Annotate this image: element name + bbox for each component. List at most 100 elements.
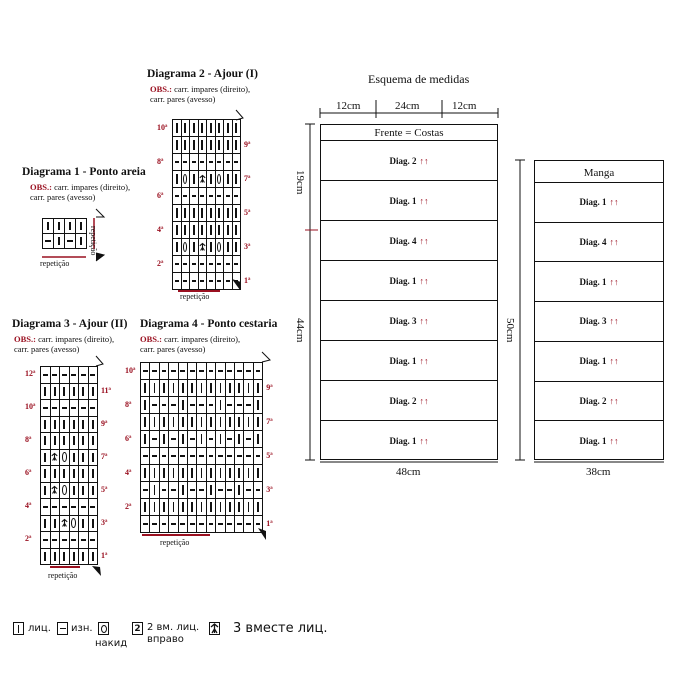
purl-stitch-icon	[191, 161, 196, 163]
knit-stitch-icon	[257, 417, 259, 427]
knit-stitch-icon	[44, 452, 47, 462]
purl-stitch-icon	[142, 455, 148, 457]
front-band-label: Diag. 1↑↑	[389, 436, 429, 446]
purl-stitch-icon	[161, 489, 167, 491]
purl-stitch-icon	[227, 489, 233, 491]
knit-stitch-icon	[210, 417, 212, 427]
knit-stitch-icon	[63, 469, 66, 479]
purl-stitch-icon	[246, 489, 251, 491]
sleeve-band: Diag. 1↑↑	[535, 183, 663, 223]
knit-stitch-icon	[238, 417, 240, 427]
purl-stitch-icon	[225, 161, 230, 163]
diagram2-obs-key: OBS.:	[150, 84, 172, 94]
knit-stitch-icon	[44, 485, 47, 495]
knit-stitch-icon	[91, 485, 94, 495]
knit-stitch-icon	[200, 468, 203, 478]
row-number-right: 9ª	[244, 139, 251, 149]
row-number-right: 7ª	[244, 173, 251, 183]
purl-stitch-icon	[208, 438, 214, 440]
front-band: Diag. 1↑↑	[321, 421, 497, 461]
knit-stitch-icon	[235, 242, 238, 252]
diagram2-obs: OBS.: carr. impares (direito), carr. par…	[150, 84, 250, 104]
legend-k3tog-symbol	[209, 622, 220, 635]
knit-stitch-icon	[228, 383, 231, 393]
knit-stitch-icon	[58, 236, 60, 246]
knit-stitch-icon	[69, 221, 71, 231]
top-width-right: 12cm	[452, 100, 477, 112]
purl-stitch-icon	[236, 370, 242, 372]
k3tog-icon	[51, 453, 58, 462]
purl-stitch-icon	[191, 263, 196, 265]
sleeve-width: 38cm	[586, 466, 611, 478]
purl-stitch-icon	[61, 373, 67, 376]
row-number-left: 10ª	[25, 402, 36, 412]
knit-stitch-icon	[192, 174, 195, 184]
diagram1-obs: OBS.: carr. impares (direito), carr. par…	[30, 182, 130, 202]
knit-stitch-icon	[175, 140, 178, 150]
purl-stitch-icon	[80, 406, 86, 409]
knit-stitch-icon	[82, 386, 85, 396]
purl-stitch-icon	[234, 263, 239, 265]
purl-stitch-icon	[234, 195, 239, 197]
knit-stitch-icon	[163, 434, 165, 444]
purl-stitch-icon	[42, 538, 48, 541]
row-number-right: 1ª	[101, 550, 108, 560]
knit-stitch-icon	[44, 551, 47, 561]
knit-stitch-icon	[144, 468, 146, 478]
purl-stitch-icon	[183, 263, 188, 265]
purl-stitch-icon	[171, 523, 176, 525]
row-number-right: 1ª	[244, 275, 251, 285]
row-number-right: 7ª	[101, 451, 108, 461]
knit-stitch-icon	[209, 174, 212, 184]
diagram1-repeat-bracket	[42, 208, 106, 262]
purl-stitch-icon	[255, 455, 261, 457]
diagram3-grid	[40, 366, 98, 565]
diagram3-repeat-label: repetição	[48, 571, 78, 580]
purl-stitch-icon	[236, 523, 242, 525]
row-number-left: 8ª	[125, 399, 132, 409]
purl-stitch-icon	[67, 240, 73, 242]
knit-stitch-icon	[175, 225, 178, 235]
up-arrows-icon: ↑↑	[419, 275, 429, 286]
purl-stitch-icon	[189, 523, 195, 525]
purl-stitch-icon	[191, 280, 196, 282]
knit-stitch-icon	[153, 485, 156, 495]
purl-stitch-icon	[236, 404, 242, 406]
purl-stitch-icon	[80, 373, 86, 376]
knit-stitch-icon	[191, 468, 193, 478]
purl-stitch-icon	[171, 404, 176, 406]
front-band: Diag. 1↑↑	[321, 261, 497, 301]
sleeve-header	[535, 161, 663, 183]
purl-stitch-icon	[61, 505, 67, 508]
knit-stitch-icon	[163, 383, 165, 393]
knit-stitch-icon	[82, 419, 85, 429]
row-number-left: 8ª	[25, 435, 32, 445]
knit-stitch-icon	[210, 485, 212, 495]
knit-stitch-icon	[238, 485, 240, 495]
sleeve-panel: Manga Diag. 1↑↑Diag. 4↑↑Diag. 1↑↑Diag. 3…	[534, 160, 664, 460]
front-band-label: Diag. 2↑↑	[389, 395, 429, 406]
row-number-right: 3ª	[244, 241, 251, 251]
legend-knit-label: лиц.	[28, 623, 51, 634]
knit-stitch-icon	[235, 174, 238, 184]
diagram2-grid	[172, 119, 241, 290]
purl-stitch-icon	[199, 489, 204, 491]
knit-stitch-icon	[209, 242, 212, 252]
knit-stitch-icon	[201, 140, 204, 150]
knit-stitch-icon	[91, 469, 94, 479]
knit-stitch-icon	[53, 518, 56, 528]
knit-stitch-icon	[80, 236, 82, 246]
up-arrows-icon: ↑↑	[609, 237, 619, 248]
purl-stitch-icon	[171, 370, 176, 372]
diagram2-title: Diagrama 2 - Ajour (I)	[147, 68, 258, 80]
diagram1-arrow-top	[95, 208, 106, 218]
purl-stitch-icon	[225, 195, 230, 197]
yarn-over-icon	[217, 174, 222, 184]
sleeve-band: Diag. 4↑↑	[535, 223, 663, 263]
up-arrows-icon: ↑↑	[419, 155, 429, 166]
yarn-over-icon	[183, 242, 188, 252]
knit-stitch-icon	[209, 123, 212, 133]
knit-stitch-icon	[172, 468, 175, 478]
purl-stitch-icon	[152, 404, 157, 406]
purl-stitch-icon	[200, 161, 205, 163]
